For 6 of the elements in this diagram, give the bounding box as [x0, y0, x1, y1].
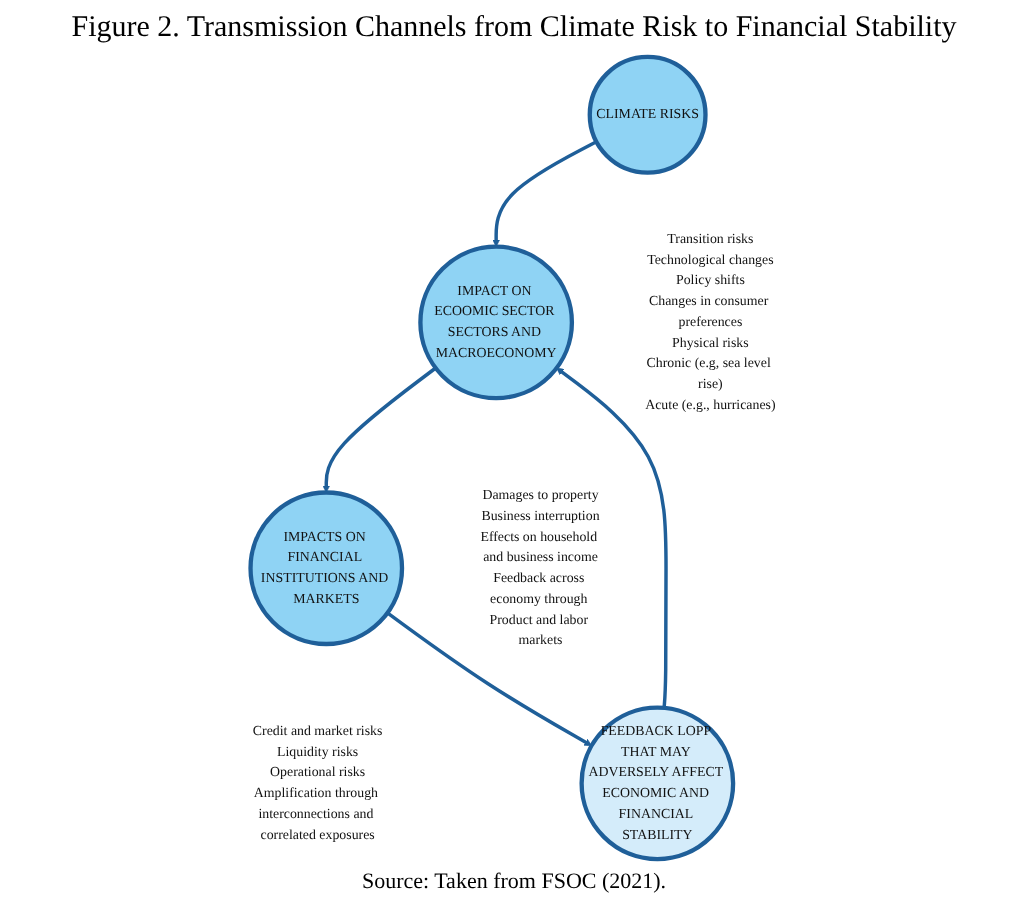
- arrow: [556, 367, 668, 709]
- source-caption: Source: Taken from FSOC (2021).: [359, 868, 669, 898]
- arrow: [492, 140, 598, 247]
- arrow: [386, 611, 592, 746]
- figure-title: Figure 2. Transmission Channels from Climate Risk to Financial Stability: [69, 10, 959, 48]
- arrow: [322, 366, 437, 493]
